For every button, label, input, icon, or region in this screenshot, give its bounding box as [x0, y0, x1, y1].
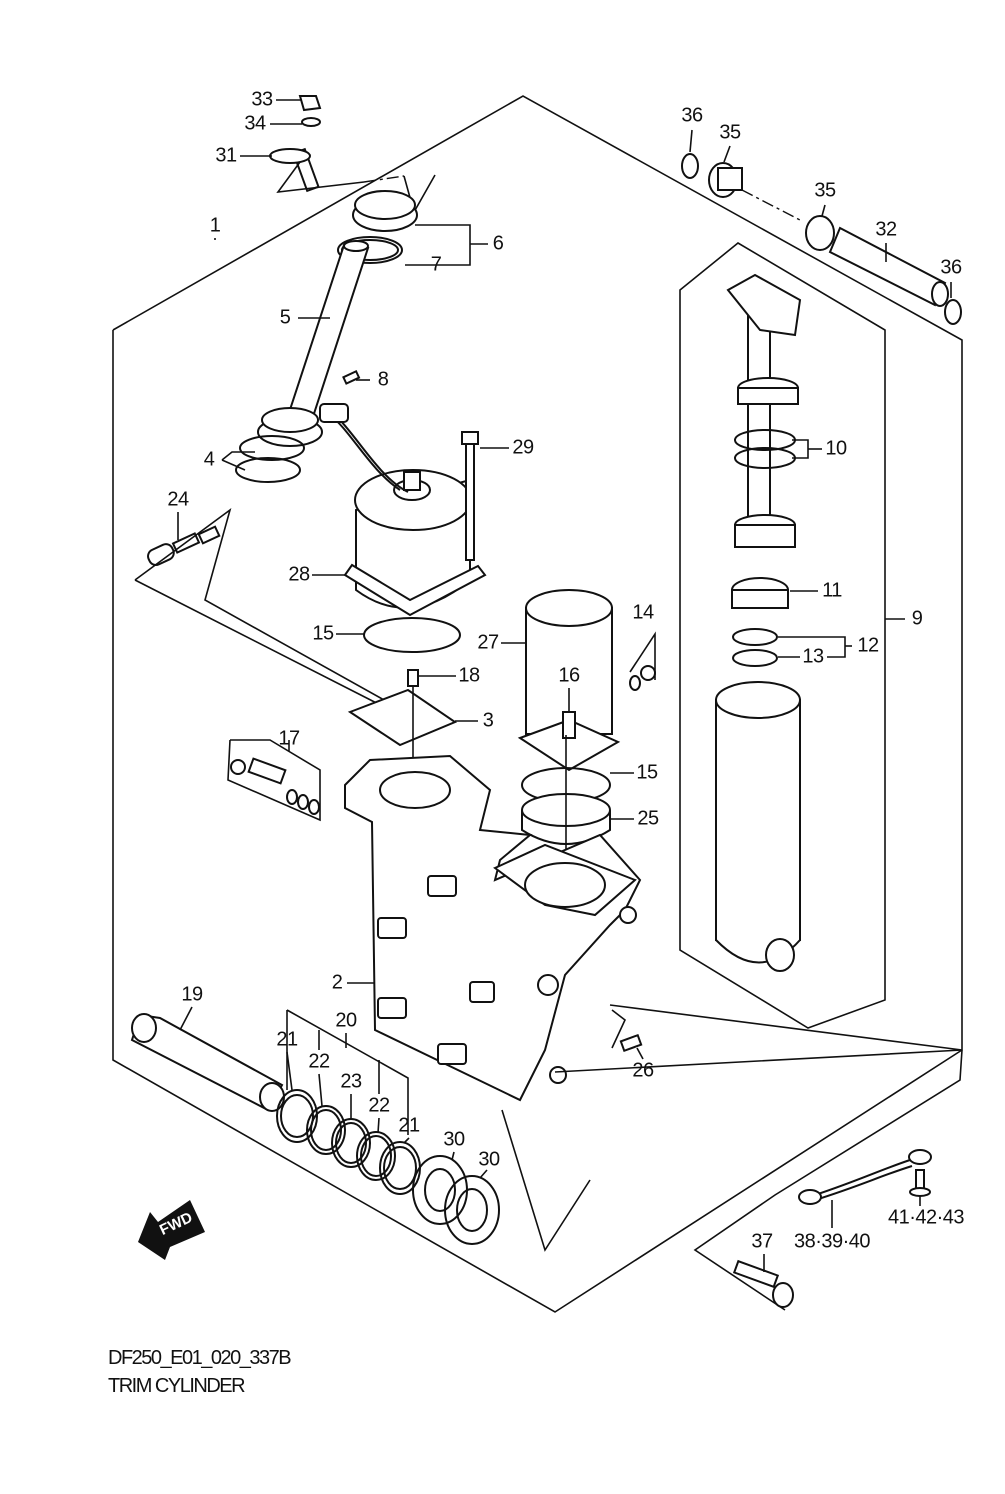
callout-12: 12	[857, 634, 879, 656]
valve-part-17	[227, 739, 321, 822]
callout-2: 2	[332, 971, 343, 993]
callout-32: 32	[875, 218, 897, 240]
callout-14: 14	[632, 601, 654, 623]
diagram-title: TRIM CYLINDER	[108, 1375, 246, 1397]
callout-37: 37	[751, 1230, 773, 1252]
valve-part-24	[134, 507, 421, 721]
callout-33: 33	[251, 88, 273, 110]
rings-parts-20-23	[276, 1009, 500, 1245]
motor-part-28	[319, 403, 487, 653]
callout-4: 4	[204, 448, 215, 470]
callout-7: 7	[431, 253, 442, 275]
callout-34: 34	[244, 112, 266, 134]
callout-8: 8	[378, 368, 389, 390]
callout-6: 6	[493, 232, 504, 254]
callout-21: 21	[276, 1028, 298, 1050]
callout-27: 27	[477, 631, 499, 653]
callout-22: 22	[368, 1094, 390, 1116]
callout-10: 10	[825, 437, 847, 459]
callout-11: 11	[822, 579, 842, 601]
callout-19: 19	[181, 983, 203, 1005]
pin-part-8	[342, 369, 361, 385]
callout-9: 9	[912, 607, 923, 629]
callout-30: 30	[478, 1148, 500, 1170]
leader-lines	[177, 99, 952, 1272]
cylinder-part-9	[715, 273, 802, 972]
shaft-parts-32-36	[681, 153, 962, 325]
callout-30: 30	[443, 1128, 465, 1150]
callout-28: 28	[288, 563, 310, 585]
bolt-part-26	[611, 1009, 643, 1053]
callout-13: 13	[802, 645, 824, 667]
callout-15: 15	[312, 622, 334, 644]
callout-38-39-40: 38·39·40	[794, 1230, 870, 1252]
callout-41-42-43: 41·42·43	[888, 1206, 964, 1228]
pin-part-19	[130, 1013, 285, 1112]
callout-26: 26	[632, 1059, 654, 1081]
callout-16: 16	[558, 664, 580, 686]
tube-part-5	[235, 240, 370, 483]
diagram-code: DF250_E01_020_337B	[108, 1347, 292, 1369]
bolt-part-31	[269, 95, 405, 194]
reservoir-part-27	[517, 589, 656, 910]
callout-35: 35	[814, 179, 836, 201]
callout-36: 36	[681, 104, 703, 126]
fwd-arrow-icon: FWD	[138, 1200, 205, 1260]
callout-22: 22	[308, 1050, 330, 1072]
callout-29: 29	[512, 436, 534, 458]
callout-17: 17	[278, 727, 300, 749]
callout-31: 31	[215, 144, 237, 166]
cap-part-6	[337, 174, 436, 264]
assembly-boundary-9	[679, 242, 886, 1029]
callout-36: 36	[940, 256, 962, 278]
callout-35: 35	[719, 121, 741, 143]
callout-5: 5	[280, 306, 291, 328]
callout-23: 23	[340, 1070, 362, 1092]
callout-15: 15	[636, 761, 658, 783]
callout-3: 3	[483, 709, 494, 731]
callout-1: 1	[210, 214, 221, 236]
callout-25: 25	[637, 807, 659, 829]
callout-24: 24	[167, 488, 189, 510]
ground-parts-37-43	[693, 1049, 963, 1311]
callout-18: 18	[458, 664, 480, 686]
callout-21: 21	[398, 1114, 420, 1136]
callout-20: 20	[335, 1009, 357, 1031]
callout-labels: 33 34 31 1 6 7 5 8 36 35 35 32 36 10 29 …	[167, 88, 965, 1252]
